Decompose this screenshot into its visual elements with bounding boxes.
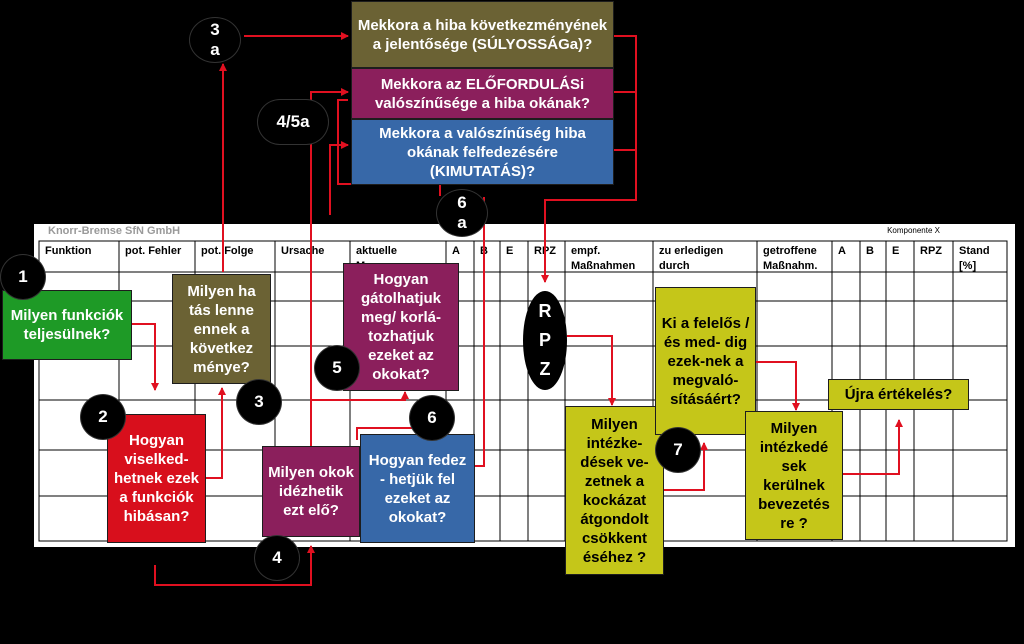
responsible-box: Ki a felelős /és med- dig ezek-nek a meg…	[655, 287, 756, 435]
arrow-severity-rpz	[541, 35, 637, 283]
severity-box: Mekkora a hiba következményének a jelent…	[351, 1, 614, 68]
form-column-header: Stand	[959, 245, 990, 257]
rpz-letter-p: P	[538, 330, 551, 350]
step-7: 7	[656, 428, 700, 472]
form-column-header: aktuelle	[356, 245, 397, 257]
form-column-header: RPZ	[920, 245, 942, 257]
rpz-letter-z: Z	[539, 359, 551, 379]
form-column-header: E	[506, 245, 513, 257]
measures-box: Milyen intézke-dések ve-zetnek a kockáza…	[565, 406, 664, 575]
form-column-header: Maßnahmen	[571, 260, 635, 272]
form-column-header: getroffene	[763, 245, 817, 257]
step-6a-letter: a	[457, 213, 467, 232]
step-6: 6	[410, 396, 454, 440]
reevaluation-box: Újra értékelés?	[828, 379, 969, 410]
arrow-responsible-taken	[756, 361, 800, 411]
step-4: 4	[255, 536, 299, 580]
rpz-letter-r: R	[538, 301, 552, 321]
detection-box: Mekkora a valószínűség hiba okának felfe…	[351, 119, 614, 185]
effects-box: Milyen ha tás lenne ennek a következ mén…	[172, 274, 271, 384]
arrow-prevention-detection	[329, 141, 349, 215]
form-column-header: E	[892, 245, 899, 257]
step-3: 3	[237, 380, 281, 424]
arrow-detectionq-detection	[475, 197, 485, 467]
form-column-header: Funktion	[45, 245, 92, 257]
form-column-header: [%]	[959, 260, 976, 272]
rpz-oval: R P Z	[523, 291, 567, 390]
prevention-box: Hogyan gátolhatjuk meg/ korlá-tozhatjuk …	[343, 263, 459, 391]
arrow-measures-responsible	[664, 442, 708, 491]
form-column-header: durch	[659, 260, 690, 272]
detection-question-box: Hogyan fedez - hetjük fel ezeket az okok…	[360, 434, 475, 543]
step-6a-num: 6	[457, 193, 467, 212]
form-component: Komponente X	[887, 226, 940, 235]
form-column-header: A	[838, 245, 846, 257]
step-1: 1	[1, 255, 45, 299]
step-4-5a: 4/5a	[258, 100, 328, 144]
occurrence-box: Mekkora az ELŐFORDULÁSi valószínűsége a …	[351, 68, 614, 119]
taken-box: Milyen intézkedé sek kerülnek bevezetés …	[745, 411, 843, 540]
arrow-functions-failures	[132, 323, 159, 391]
arrow-failures-effects	[206, 387, 226, 479]
step-5: 5	[315, 346, 359, 390]
form-column-header: pot. Folge	[201, 245, 254, 257]
step-2: 2	[81, 395, 125, 439]
step-6a: 6 a	[437, 190, 487, 236]
form-column-header: Maßnahm.	[763, 260, 817, 272]
form-column-header: Ursache	[281, 245, 324, 257]
form-column-header: empf.	[571, 245, 600, 257]
form-column-header: A	[452, 245, 460, 257]
step-3a-num: 3	[210, 20, 220, 39]
form-company: Knorr-Bremse SfN GmbH	[48, 225, 181, 237]
form-column-header: B	[866, 245, 874, 257]
arrow-rpz-measures	[567, 335, 616, 406]
arrow-failures-causes	[154, 545, 315, 586]
failures-box: Hogyan viselked-hetnek ezek a funkciók h…	[107, 414, 206, 543]
form-column-header: pot. Fehler	[125, 245, 182, 257]
arrow-taken-reeval	[843, 419, 903, 475]
step-3a: 3 a	[190, 18, 240, 62]
form-column-header: zu erledigen	[659, 245, 723, 257]
arrow-causes-occurrence	[310, 88, 349, 448]
arrow-causes-prevention	[311, 391, 409, 401]
causes-box: Milyen okok idézhetik ezt elő?	[262, 446, 360, 537]
step-3a-letter: a	[210, 40, 220, 59]
functions-box: Milyen funkciók teljesülnek?	[2, 290, 132, 360]
